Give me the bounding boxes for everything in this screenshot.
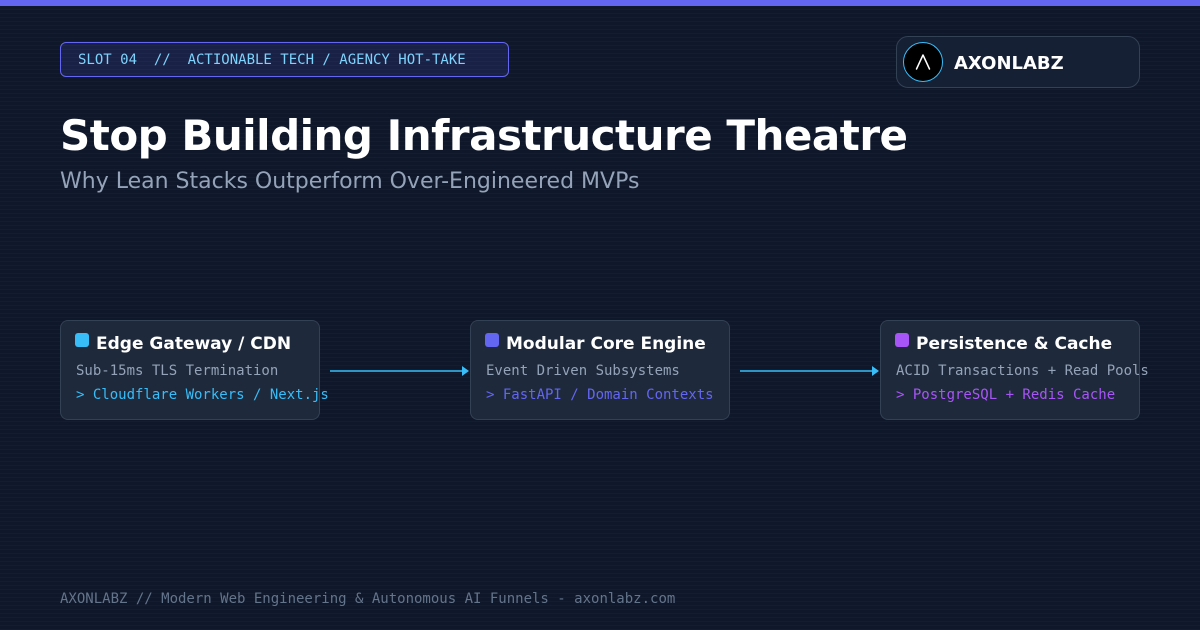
slot-badge: SLOT 04 // ACTIONABLE TECH / AGENCY HOT-… xyxy=(60,42,509,77)
footer-text: AXONLABZ // Modern Web Engineering & Aut… xyxy=(60,591,676,607)
node-subtitle: Event Driven Subsystems xyxy=(486,363,680,379)
arrow-head xyxy=(462,366,469,376)
arrow-core-to-persistence xyxy=(740,366,879,376)
arrow-edge-to-core xyxy=(330,366,469,376)
node-tech: > PostgreSQL + Redis Cache xyxy=(896,387,1116,403)
node-title: Persistence & Cache xyxy=(916,334,1113,354)
arrow-head xyxy=(872,366,879,376)
node-color-marker xyxy=(895,333,909,347)
node-tech: > FastAPI / Domain Contexts xyxy=(486,387,714,403)
caret-up-icon xyxy=(903,42,943,82)
node-edge-gateway: Edge Gateway / CDN Sub-15ms TLS Terminat… xyxy=(60,320,329,420)
node-color-marker xyxy=(75,333,89,347)
top-accent-bar xyxy=(0,0,1200,6)
node-tech: > Cloudflare Workers / Next.js xyxy=(76,387,329,403)
node-title: Modular Core Engine xyxy=(506,334,706,354)
node-persistence: Persistence & Cache ACID Transactions + … xyxy=(880,320,1149,420)
node-color-marker xyxy=(485,333,499,347)
page-subtitle: Why Lean Stacks Outperform Over-Engineer… xyxy=(60,169,640,194)
brand-name: AXONLABZ xyxy=(954,53,1064,74)
node-subtitle: ACID Transactions + Read Pools xyxy=(896,363,1149,379)
node-subtitle: Sub-15ms TLS Termination xyxy=(76,363,279,379)
brand-card: AXONLABZ xyxy=(896,36,1140,88)
node-title: Edge Gateway / CDN xyxy=(96,334,292,354)
page-title: Stop Building Infrastructure Theatre xyxy=(60,111,908,160)
node-core-engine: Modular Core Engine Event Driven Subsyst… xyxy=(470,320,730,420)
